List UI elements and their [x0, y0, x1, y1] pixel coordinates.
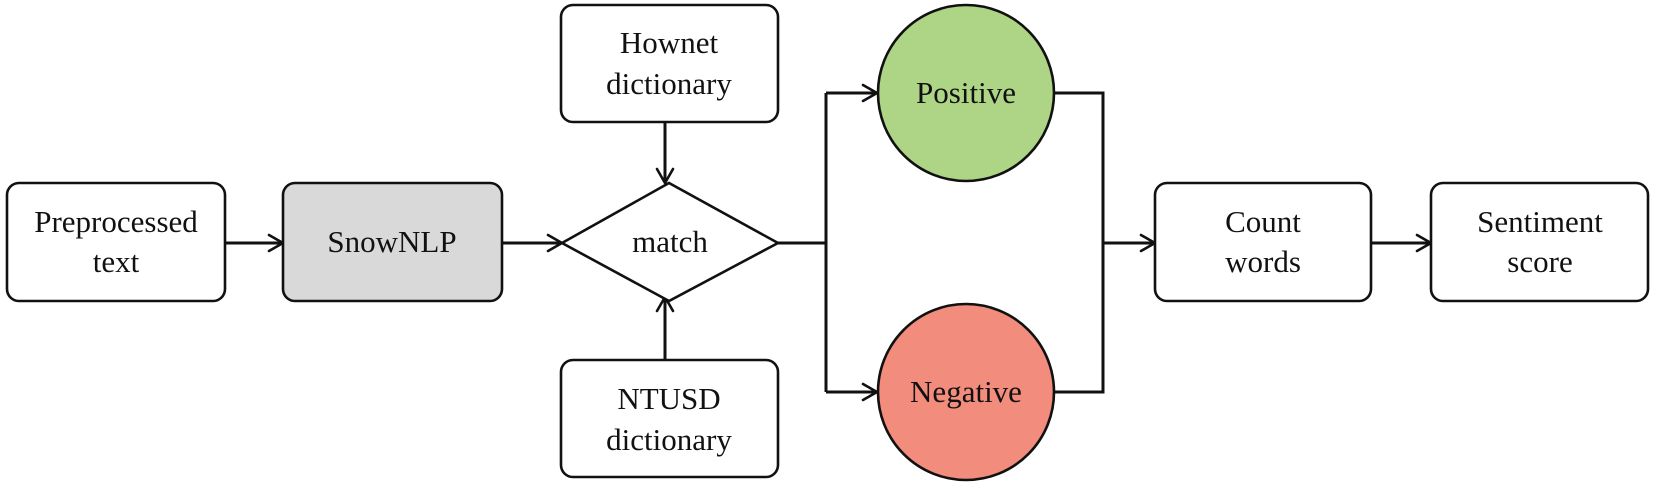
hownet-dictionary-label-line1: Hownet — [620, 25, 719, 60]
node-positive: Positive — [876, 3, 1056, 183]
node-ntusd-dictionary: NTUSD dictionary — [559, 358, 780, 479]
preprocessed-text-label-line1: Preprocessed — [34, 204, 198, 239]
snownlp-box — [281, 181, 504, 303]
count-words-label-line2: words — [1225, 244, 1301, 279]
match-label: match — [632, 224, 708, 259]
count-words-label-line1: Count — [1225, 204, 1301, 239]
node-hownet-dictionary: Hownet dictionary — [559, 3, 780, 124]
preprocessed-text-label-line2: text — [93, 244, 140, 279]
count-words-box — [1153, 181, 1373, 303]
positive-circle — [876, 3, 1056, 183]
negative-circle — [876, 302, 1056, 482]
snownlp-label: SnowNLP — [327, 224, 456, 259]
sentiment-score-label-line2: score — [1507, 244, 1572, 279]
node-negative: Negative — [876, 302, 1056, 482]
sentiment-score-label-line1: Sentiment — [1477, 204, 1603, 239]
connector-positive-to-merge — [1054, 91, 1105, 394]
negative-label: Negative — [910, 374, 1022, 409]
node-count-words: Count words — [1153, 181, 1373, 303]
connectors — [225, 83, 1433, 402]
ntusd-dictionary-box — [559, 358, 780, 479]
sentiment-score-box — [1429, 181, 1650, 303]
ntusd-dictionary-label-line2: dictionary — [606, 422, 732, 457]
match-diamond — [559, 181, 781, 303]
positive-label: Positive — [916, 75, 1016, 110]
ntusd-dictionary-label-line1: NTUSD — [617, 381, 720, 416]
node-match: match — [559, 181, 781, 303]
preprocessed-text-box — [5, 181, 227, 303]
node-sentiment-score: Sentiment score — [1429, 181, 1650, 303]
hownet-dictionary-label-line2: dictionary — [606, 66, 732, 101]
node-preprocessed-text: Preprocessed text — [5, 181, 227, 303]
hownet-dictionary-box — [559, 3, 780, 124]
node-snownlp: SnowNLP — [281, 181, 504, 303]
